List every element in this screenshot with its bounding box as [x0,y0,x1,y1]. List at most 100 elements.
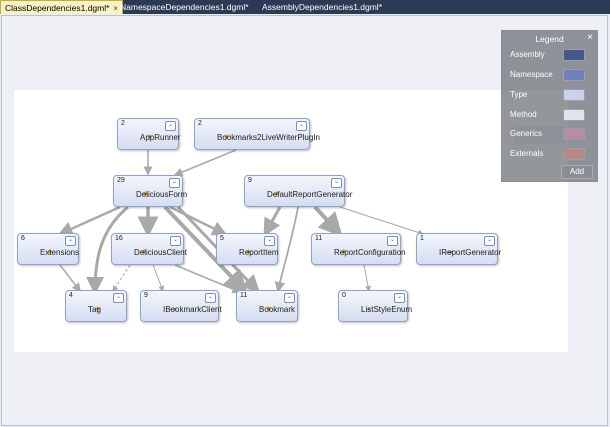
node-label: Extensions [40,247,80,257]
legend-label-namespace: Namespace [510,70,553,79]
class-icon: ✦ [273,188,281,199]
externals-swatch[interactable] [563,148,585,160]
legend-title: Legend [535,34,564,44]
node-ibookmark-client[interactable]: 9 ⌄ ⊸ IBookmarkClient [140,290,222,322]
node-bookmarks2livewriterplugin[interactable]: 2 ⌄ ✦ Bookmarks2LiveWriterPlugIn [194,118,320,150]
node-label: DeliciousForm [136,189,188,199]
node-label: IReportGenerator [439,247,502,257]
chevron-down-icon[interactable]: ⌄ [113,293,124,303]
namespace-swatch[interactable] [563,69,585,81]
chevron-down-icon[interactable]: ⌄ [165,121,176,131]
edge-bookmarks2live-deliciousform [173,149,237,177]
chevron-down-icon[interactable]: ⌄ [284,293,295,303]
legend-label-type: Type [510,90,528,99]
class-icon: ✦ [140,246,148,257]
edge-reportconfiguration-liststyleenum [363,264,372,292]
class-icon: ✦ [46,246,54,257]
node-count: 5 [220,235,224,242]
legend-panel[interactable]: Legend × Assembly Namespace Type Method … [501,30,598,182]
node-count: 29 [117,177,125,184]
node-report-configuration[interactable]: 11 ⌄ ✦ ReportConfiguration [311,233,406,265]
node-tag[interactable]: 4 ⌄ ✦ Tag [65,290,127,322]
edge-deliciousclient-ibookmarkclient [152,264,165,292]
chevron-down-icon[interactable]: ⌄ [169,178,180,188]
assembly-swatch[interactable] [563,49,585,61]
close-icon[interactable]: × [113,4,119,13]
node-count: 0 [342,292,346,299]
node-label: Bookmark [259,304,296,314]
node-report-item[interactable]: 5 ⌄ ✦ ReportItem [216,233,279,265]
generics-swatch[interactable] [563,128,585,140]
node-label: IBookmarkClient [163,304,222,314]
node-label: AppRunner [140,132,181,142]
close-icon[interactable]: × [587,32,593,43]
edge-deliciousclient-tag [112,264,131,292]
node-label: DeliciousClient [134,247,187,257]
chevron-down-icon[interactable]: ⌄ [331,178,342,188]
edge-deliciousform-extensions [57,205,121,236]
chevron-down-icon[interactable]: ⌄ [65,236,76,246]
interface-icon: ⊸ [445,246,453,257]
type-swatch[interactable] [563,89,585,101]
node-count: 1 [420,235,424,242]
class-icon: ✦ [265,303,273,314]
legend-label-assembly: Assembly [510,50,545,59]
tab-label: ClassDependencies1.dgml* [5,3,110,13]
class-icon: ✦ [146,131,154,142]
enum-icon: ▪ [367,304,371,314]
chevron-down-icon[interactable]: ⌄ [394,293,405,303]
node-delicious-client[interactable]: 16 ⌄ ✦ DeliciousClient [111,233,187,265]
legend-label-externals: Externals [510,149,544,158]
legend-label-generics: Generics [510,129,543,138]
node-list-style-enum[interactable]: 0 ⌄ ▪ ListStyleEnum [338,290,412,322]
method-swatch[interactable] [563,109,585,121]
interface-icon: ⊸ [169,303,177,314]
node-label: Bookmarks2LiveWriterPlugIn [217,132,321,142]
node-count: 11 [315,235,323,242]
node-default-report-generator[interactable]: 9 ⌄ ✦ DefaultReportGenerator [244,175,352,207]
chevron-down-icon[interactable]: ⌄ [170,236,181,246]
chevron-down-icon[interactable]: ⌄ [387,236,398,246]
tab-class-dependencies[interactable]: ClassDependencies1.dgml*× [0,0,124,14]
legend-label-method: Method [510,110,537,119]
edge-extensions-tag [59,264,81,293]
class-icon: ✦ [94,303,102,314]
edge-defaultreport-reportitem [263,206,282,237]
node-count: 4 [69,292,73,299]
class-icon: ✦ [142,188,150,199]
tab-namespace-dependencies[interactable]: NamespaceDependencies1.dgml* [116,0,253,14]
edge-deliciousform-bookmark [163,205,248,294]
edge-deliciousclient-bookmark [174,264,242,294]
node-count: 16 [115,235,123,242]
class-icon: ✦ [340,246,348,257]
node-count: 11 [240,292,248,299]
node-label: ReportConfiguration [334,247,406,257]
add-button[interactable]: Add [561,165,593,179]
node-app-runner[interactable]: 2 ⌄ ✦ AppRunner [117,118,181,150]
node-count: 9 [248,177,252,184]
node-label: Tag [88,304,101,314]
tab-assembly-dependencies[interactable]: AssemblyDependencies1.dgml* [258,0,386,14]
node-label: DefaultReportGenerator [267,189,353,199]
node-count: 2 [121,120,125,127]
node-label: ReportItem [239,247,279,257]
node-count: 2 [198,120,202,127]
chevron-down-icon[interactable]: ⌄ [296,121,307,131]
node-delicious-form[interactable]: 29 ⌄ ✦ DeliciousForm [113,175,187,207]
class-icon: ✦ [245,246,253,257]
node-extensions[interactable]: 6 ⌄ ✦ Extensions [17,233,79,265]
chevron-down-icon[interactable]: ⌄ [264,236,275,246]
chevron-down-icon[interactable]: ⌄ [205,293,216,303]
document-tab-bar: ClassDependencies1.dgml*× NamespaceDepen… [0,0,610,14]
node-label: ListStyleEnum [361,304,413,314]
edge-defaultreport-reportconfiguration [313,205,343,237]
node-count: 6 [21,235,25,242]
tab-label: AssemblyDependencies1.dgml* [262,2,383,12]
tab-label: NamespaceDependencies1.dgml* [120,2,249,12]
node-bookmark[interactable]: 11 ⌄ ✦ Bookmark [236,290,298,322]
edge-deliciousform-tag [86,205,129,295]
chevron-down-icon[interactable]: ⌄ [484,236,495,246]
node-ireport-generator[interactable]: 1 ⌄ ⊸ IReportGenerator [416,233,502,265]
node-count: 9 [144,292,148,299]
